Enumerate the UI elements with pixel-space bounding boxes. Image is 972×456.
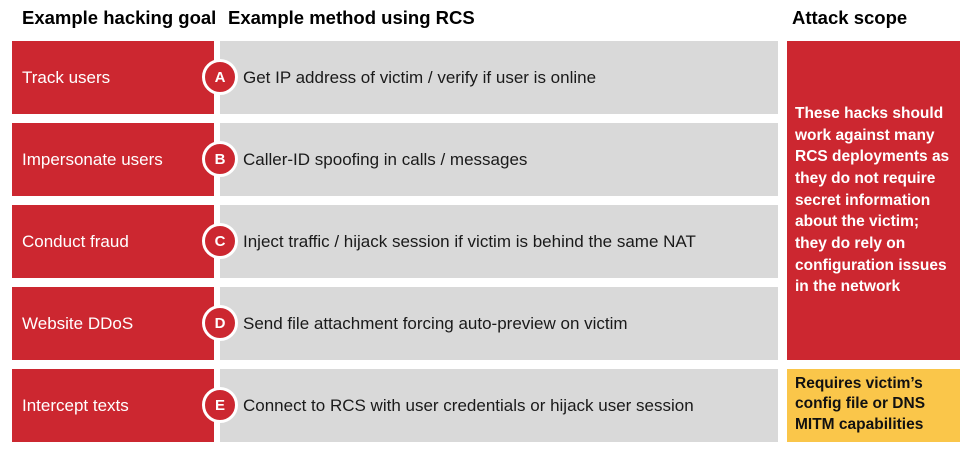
method-box-d: Send file attachment forcing auto-previe…	[220, 287, 778, 360]
column-header-hacking-goal: Example hacking goal	[22, 7, 217, 28]
row-badge-a: A	[202, 59, 238, 95]
attack-scope-exception-note: Requires victim’s config file or DNS MIT…	[787, 369, 960, 442]
goal-box-intercept-texts: Intercept texts	[12, 369, 214, 442]
method-box-c: Inject traffic / hijack session if victi…	[220, 205, 778, 278]
method-box-a: Get IP address of victim / verify if use…	[220, 41, 778, 114]
row-badge-e: E	[202, 387, 238, 423]
column-header-method: Example method using RCS	[228, 7, 475, 28]
goal-box-website-ddos: Website DDoS	[12, 287, 214, 360]
attack-scope-main-text: These hacks should work against many RCS…	[795, 104, 950, 296]
attack-scope-main-note: These hacks should work against many RCS…	[787, 41, 960, 360]
goal-box-track-users: Track users	[12, 41, 214, 114]
row-badge-b: B	[202, 141, 238, 177]
row-badge-c: C	[202, 223, 238, 259]
goal-box-conduct-fraud: Conduct fraud	[12, 205, 214, 278]
method-box-b: Caller-ID spoofing in calls / messages	[220, 123, 778, 196]
goal-box-impersonate-users: Impersonate users	[12, 123, 214, 196]
row-badge-d: D	[202, 305, 238, 341]
column-header-attack-scope: Attack scope	[792, 7, 908, 28]
method-box-e: Connect to RCS with user credentials or …	[220, 369, 778, 442]
